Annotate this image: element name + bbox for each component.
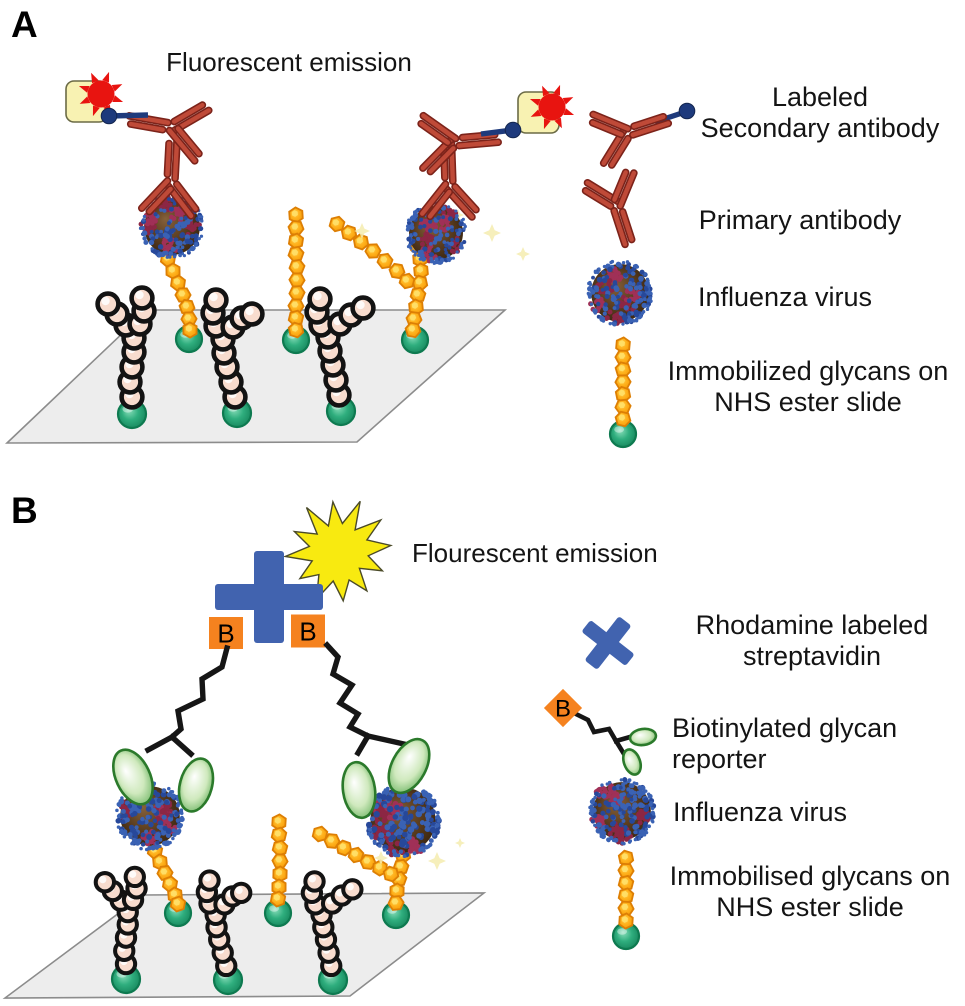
biotin-square: B [209, 617, 243, 649]
printed-slide-glycan [300, 870, 364, 996]
legend-label-biotinylated-reporter: Biotinylated glycan reporter [672, 713, 898, 774]
nhs-ester-slide [2, 892, 487, 999]
influenza-virus-icon [586, 259, 653, 327]
printed-slide-glycan [304, 286, 376, 427]
legend-label-immobilized-glycans: Immobilized glycans on NHS ester slide [667, 356, 949, 417]
glycan-reporter-ellipse [177, 757, 215, 813]
printed-slide-glycan [195, 869, 253, 996]
printed-slide-glycan [93, 865, 148, 995]
panel-b-label: B [11, 490, 38, 531]
immobilized-glycan-icon [608, 336, 638, 449]
glycan-reporter-ellipse [628, 727, 658, 747]
labeled-secondary-antibody-icon [588, 102, 696, 169]
streptavidin-cross [215, 551, 323, 643]
printed-slide-glycan [200, 287, 265, 429]
biotin-letter: B [555, 696, 571, 723]
faint-emission-sparkle [354, 223, 370, 239]
biotin-square: B [543, 688, 583, 728]
immobilised-glycan-bound [146, 842, 193, 928]
fluorophore-label-tag [65, 71, 149, 125]
biotin-linker [613, 734, 633, 744]
biotin-linker [144, 733, 176, 754]
influenza-virus [115, 780, 185, 852]
panel-a-emission-label: Fluorescent emission [166, 47, 412, 77]
immobilized-glycan-bound [328, 215, 430, 355]
rhodamine-streptavidin-icon [582, 617, 634, 669]
nhs-ester-slide [4, 309, 508, 444]
influenza-virus [588, 777, 657, 846]
biotin-linker [572, 710, 620, 745]
panel-a-legend-icons [581, 102, 696, 449]
biotinylated-glycan-reporter-icon: B [543, 688, 658, 776]
biotin-letter: B [299, 616, 316, 646]
biotin-linker [354, 732, 372, 757]
red-fluorophore-burst [529, 84, 575, 130]
immobilized-glycan-bound [159, 250, 204, 354]
immobilised-glycan-free [263, 813, 293, 928]
faint-emission-sparkle [516, 247, 530, 261]
glycan-reporter-ellipse [341, 760, 377, 820]
fluorophore-label-tag [480, 84, 575, 139]
legend-label-primary-antibody: Primary antibody [698, 205, 902, 235]
biotin-letter: B [217, 618, 234, 648]
printed-slide-glycan [95, 285, 157, 430]
faint-emission-sparkle [374, 851, 388, 865]
labeled-secondary-antibody [125, 101, 213, 165]
biotin-linker [168, 644, 231, 741]
primary-antibody [137, 137, 200, 220]
biotin-linker [323, 641, 372, 740]
faint-emission-sparkle [483, 224, 501, 242]
labeled-secondary-antibody [417, 111, 502, 176]
glycan-reporter-ellipse [621, 748, 643, 776]
legend-label-influenza-virus-b: Influenza virus [672, 797, 848, 827]
immobilized-glycan-free [281, 206, 311, 355]
influenza-virus [586, 259, 653, 327]
influenza-virus-icon [588, 777, 657, 846]
fluorescent-emission-star [282, 499, 393, 603]
glycan-reporter-ellipse [112, 748, 154, 806]
immobilised-glycan-icon [611, 849, 641, 951]
biotin-square: B [291, 614, 325, 648]
glycan-reporter-ellipse [387, 737, 431, 795]
faint-emission-sparkle [428, 852, 446, 870]
legend-label-rhodamine-streptavidin: Rhodamine labeled streptavidin [695, 610, 929, 671]
streptavidin-cross [582, 617, 634, 669]
legend-label-influenza-virus-a: Influenza virus [697, 282, 873, 312]
primary-antibody-icon [581, 168, 638, 249]
biotin-linker [168, 733, 195, 758]
panel-b-emission-label: Flourescent emission [412, 538, 658, 568]
panel-a-label: A [11, 4, 38, 45]
faint-emission-sparkle [455, 838, 465, 848]
legend-label-labeled-secondary-antibody: Labeled Secondary antibody [700, 82, 940, 143]
panel-b-legend-icons: B [543, 617, 658, 951]
legend-label-immobilised-glycans: Immobilised glycans on NHS ester slide [669, 861, 951, 922]
biotin-linker [612, 737, 628, 758]
biotin-linker [364, 732, 408, 748]
panel-a-scene [4, 71, 575, 444]
secondary-antibody [588, 110, 673, 169]
